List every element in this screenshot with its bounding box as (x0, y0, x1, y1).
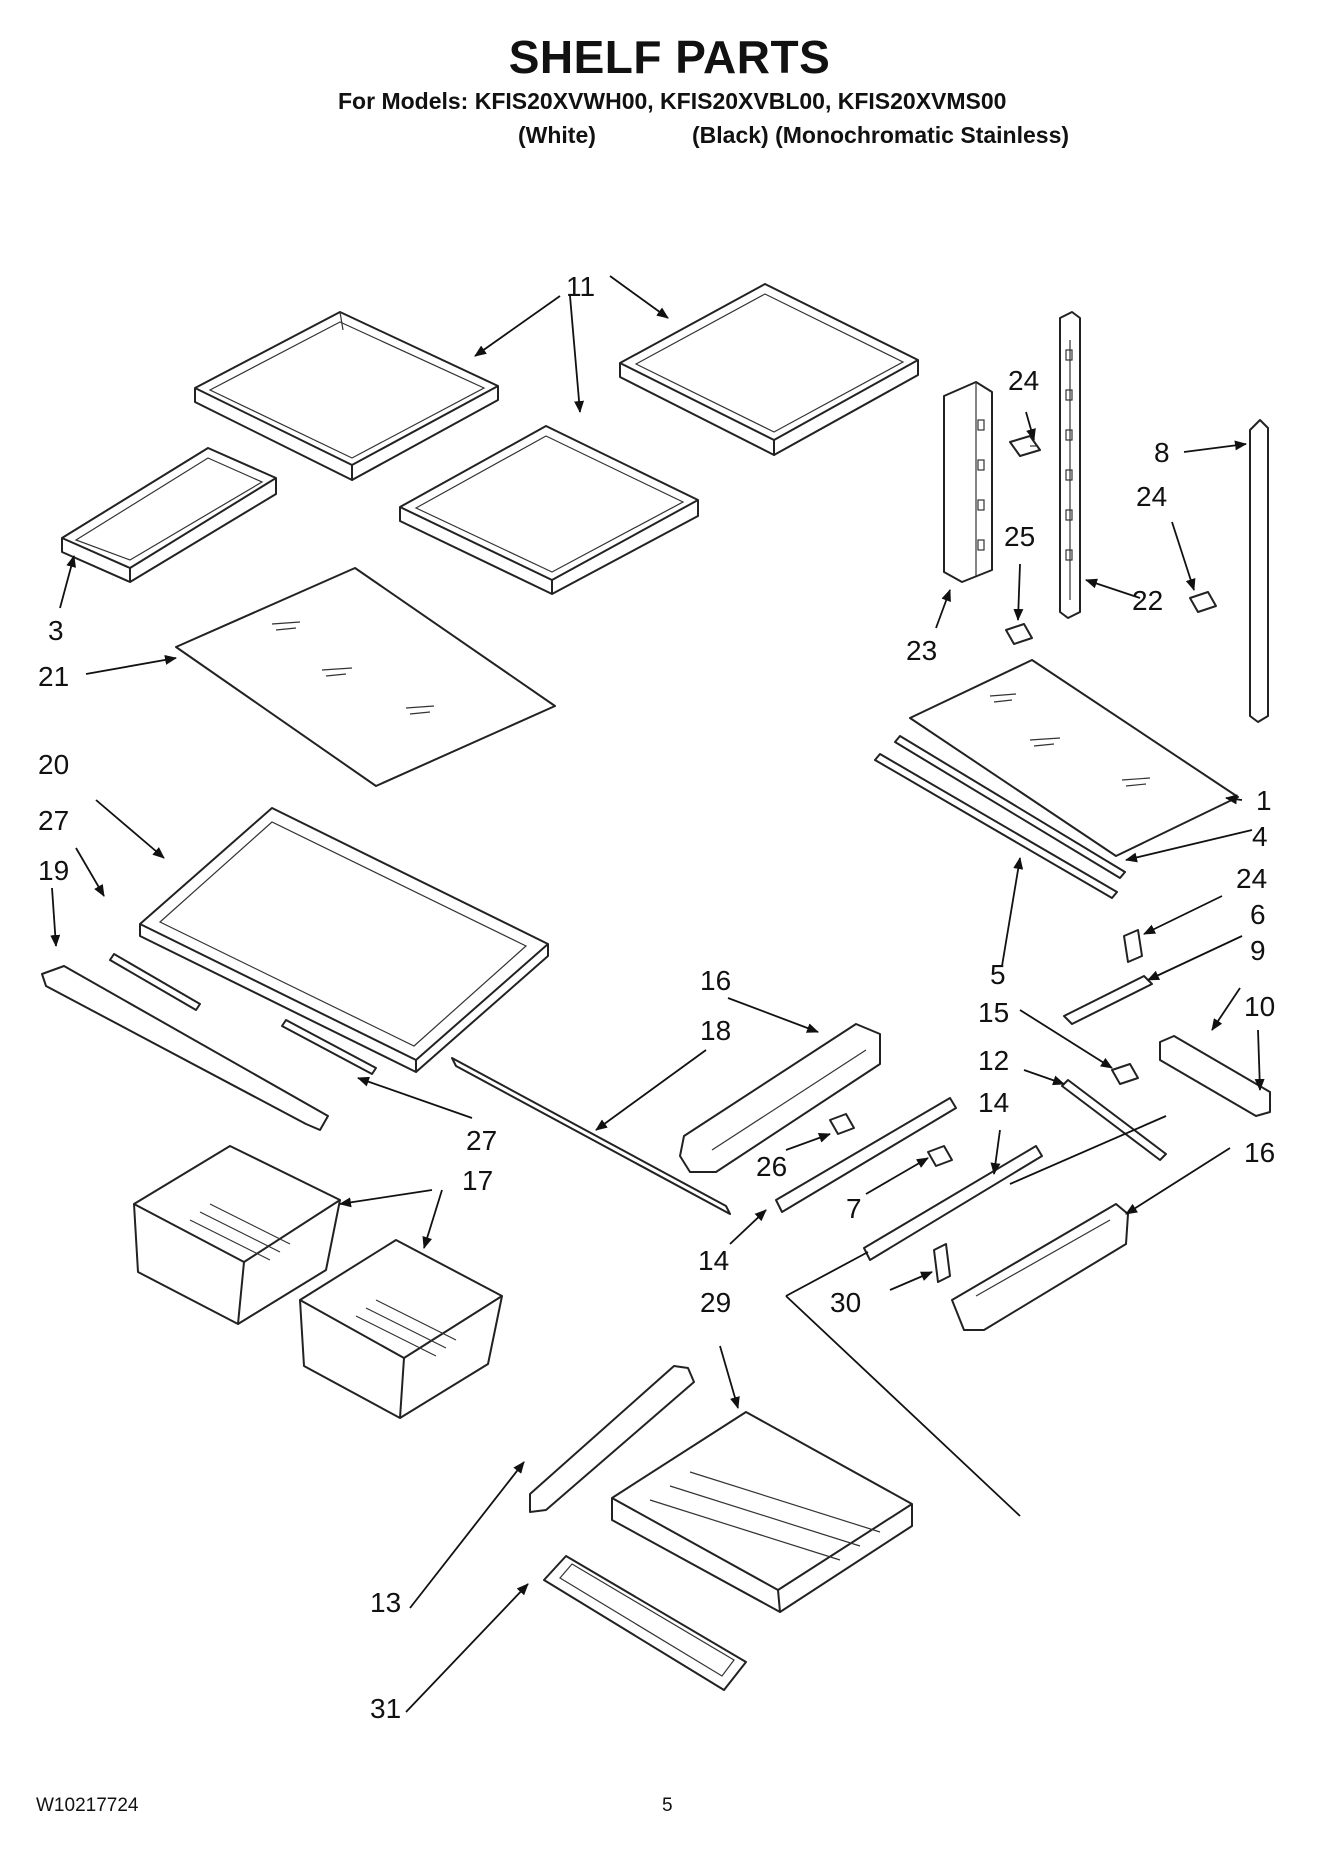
screw-7 (927, 1145, 953, 1167)
glass-shelf-left (175, 567, 556, 787)
callout-31: 31 (370, 1693, 401, 1724)
callout-24-lower: 24 (1236, 863, 1267, 894)
callout-11: 11 (566, 271, 595, 302)
callout-27-upper: 27 (38, 805, 69, 836)
callout-4: 4 (1252, 821, 1268, 852)
callout-16-lower: 16 (1244, 1137, 1275, 1168)
callout-16-upper: 16 (700, 965, 731, 996)
callout-19: 19 (38, 855, 69, 886)
callout-labels: 11 3 21 20 27 19 27 18 16 17 26 7 14 29 … (38, 271, 1275, 1724)
callout-14-left: 14 (698, 1245, 729, 1276)
callout-20: 20 (38, 749, 69, 780)
bracket-9 (1063, 975, 1153, 1025)
callout-27-lower: 27 (466, 1125, 497, 1156)
shelf-trim-rear (874, 753, 1118, 899)
callout-14-right: 14 (978, 1087, 1009, 1118)
callout-21: 21 (38, 661, 69, 692)
shelf-assembly-center (399, 425, 699, 595)
bracket-30 (933, 1243, 951, 1283)
slide-27-lower (281, 1019, 377, 1075)
screw-24-middle (1189, 591, 1217, 613)
slide-support-16-lower (951, 1203, 1129, 1331)
ladder-rail-23 (943, 381, 993, 583)
ladder-rail-22 (1059, 311, 1081, 619)
callout-12: 12 (978, 1045, 1009, 1076)
callout-22: 22 (1132, 585, 1163, 616)
shelf-trim-front (894, 735, 1126, 879)
meat-drawer (611, 1411, 913, 1613)
callout-7: 7 (846, 1193, 862, 1224)
assembly-outline (785, 1115, 1167, 1517)
screw-24-upper (1009, 435, 1041, 457)
page-number: 5 (662, 1795, 673, 1816)
callout-15: 15 (978, 997, 1009, 1028)
bracket-8 (1249, 419, 1269, 723)
shelf-assembly-upper-right (619, 283, 919, 456)
callout-6: 6 (1250, 899, 1266, 930)
crisper-drawer-lower (299, 1239, 503, 1419)
shelf-assembly-small (61, 447, 277, 583)
callout-30: 30 (830, 1287, 861, 1318)
callout-24-upper: 24 (1008, 365, 1039, 396)
callout-8: 8 (1154, 437, 1170, 468)
slide-rail-14-right (863, 1145, 1043, 1261)
slide-support-16-upper (679, 1023, 881, 1173)
shelf-assembly-upper-left (194, 311, 499, 481)
screw-15 (1111, 1063, 1139, 1085)
callout-13: 13 (370, 1587, 401, 1618)
crisper-drawer-upper (133, 1145, 341, 1325)
bracket-10 (1159, 1035, 1271, 1117)
callout-29: 29 (700, 1287, 731, 1318)
callout-25: 25 (1004, 521, 1035, 552)
screw-24-lower (1123, 929, 1143, 963)
slide-rail-14-left (775, 1097, 957, 1213)
screw-26 (829, 1113, 855, 1135)
slide-27-upper (109, 953, 201, 1011)
crisper-cover-frame (139, 807, 549, 1073)
callout-26: 26 (756, 1151, 787, 1182)
callout-3: 3 (48, 615, 64, 646)
glass-shelf-right (909, 659, 1239, 857)
callout-18: 18 (700, 1015, 731, 1046)
callout-10: 10 (1244, 991, 1275, 1022)
variant-white: (White) (518, 122, 596, 148)
callout-23: 23 (906, 635, 937, 666)
leader-lines (50, 275, 1265, 1713)
models-line: For Models: KFIS20XVWH00, KFIS20XVBL00, … (338, 88, 1007, 114)
callout-24-middle: 24 (1136, 481, 1167, 512)
page-title: SHELF PARTS (508, 31, 831, 83)
callout-9: 9 (1250, 935, 1266, 966)
crisper-trim-19 (41, 965, 329, 1131)
callout-1: 1 (1256, 785, 1272, 816)
variant-black-stainless: (Black) (Monochromatic Stainless) (692, 122, 1070, 148)
callout-17: 17 (462, 1165, 493, 1196)
callout-5: 5 (990, 959, 1006, 990)
screw-25 (1005, 623, 1033, 645)
rod-12 (1061, 1079, 1167, 1161)
divider-18 (451, 1057, 731, 1215)
doc-number: W10217724 (36, 1795, 139, 1816)
drawer-handle-31 (543, 1555, 747, 1691)
drawer-cover-13 (529, 1365, 695, 1513)
